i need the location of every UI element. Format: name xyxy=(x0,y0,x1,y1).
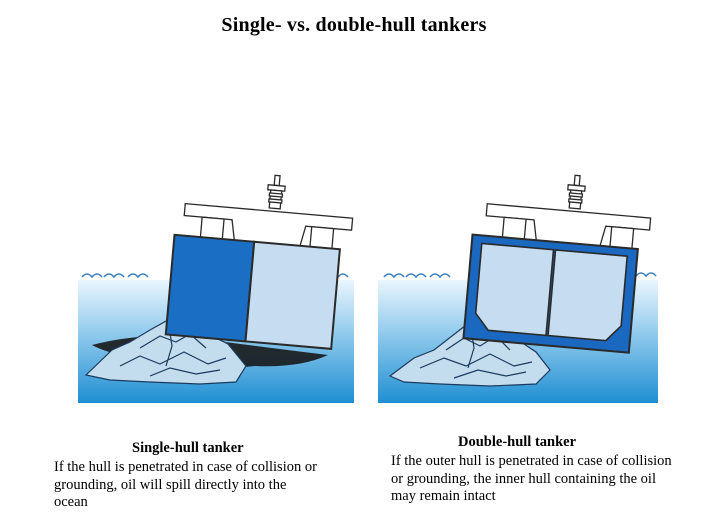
inner-hull xyxy=(474,242,629,342)
waves xyxy=(383,272,657,279)
single-hull-description: If the hull is penetrated in case of col… xyxy=(54,459,317,510)
single-hull-heading: Single-hull tanker xyxy=(132,440,244,456)
double-hull-description: If the outer hull is penetrated in case … xyxy=(391,453,672,504)
superstructure xyxy=(485,174,652,252)
superstructure xyxy=(183,174,354,252)
double-hull-illustration xyxy=(360,170,708,410)
diagram-title: Single- vs. double-hull tankers xyxy=(221,14,487,36)
ship xyxy=(462,174,652,354)
ship xyxy=(164,174,354,350)
single-hull-illustration xyxy=(0,170,360,410)
single-hull xyxy=(164,233,341,350)
double-hull-heading: Double-hull tanker xyxy=(458,434,577,450)
